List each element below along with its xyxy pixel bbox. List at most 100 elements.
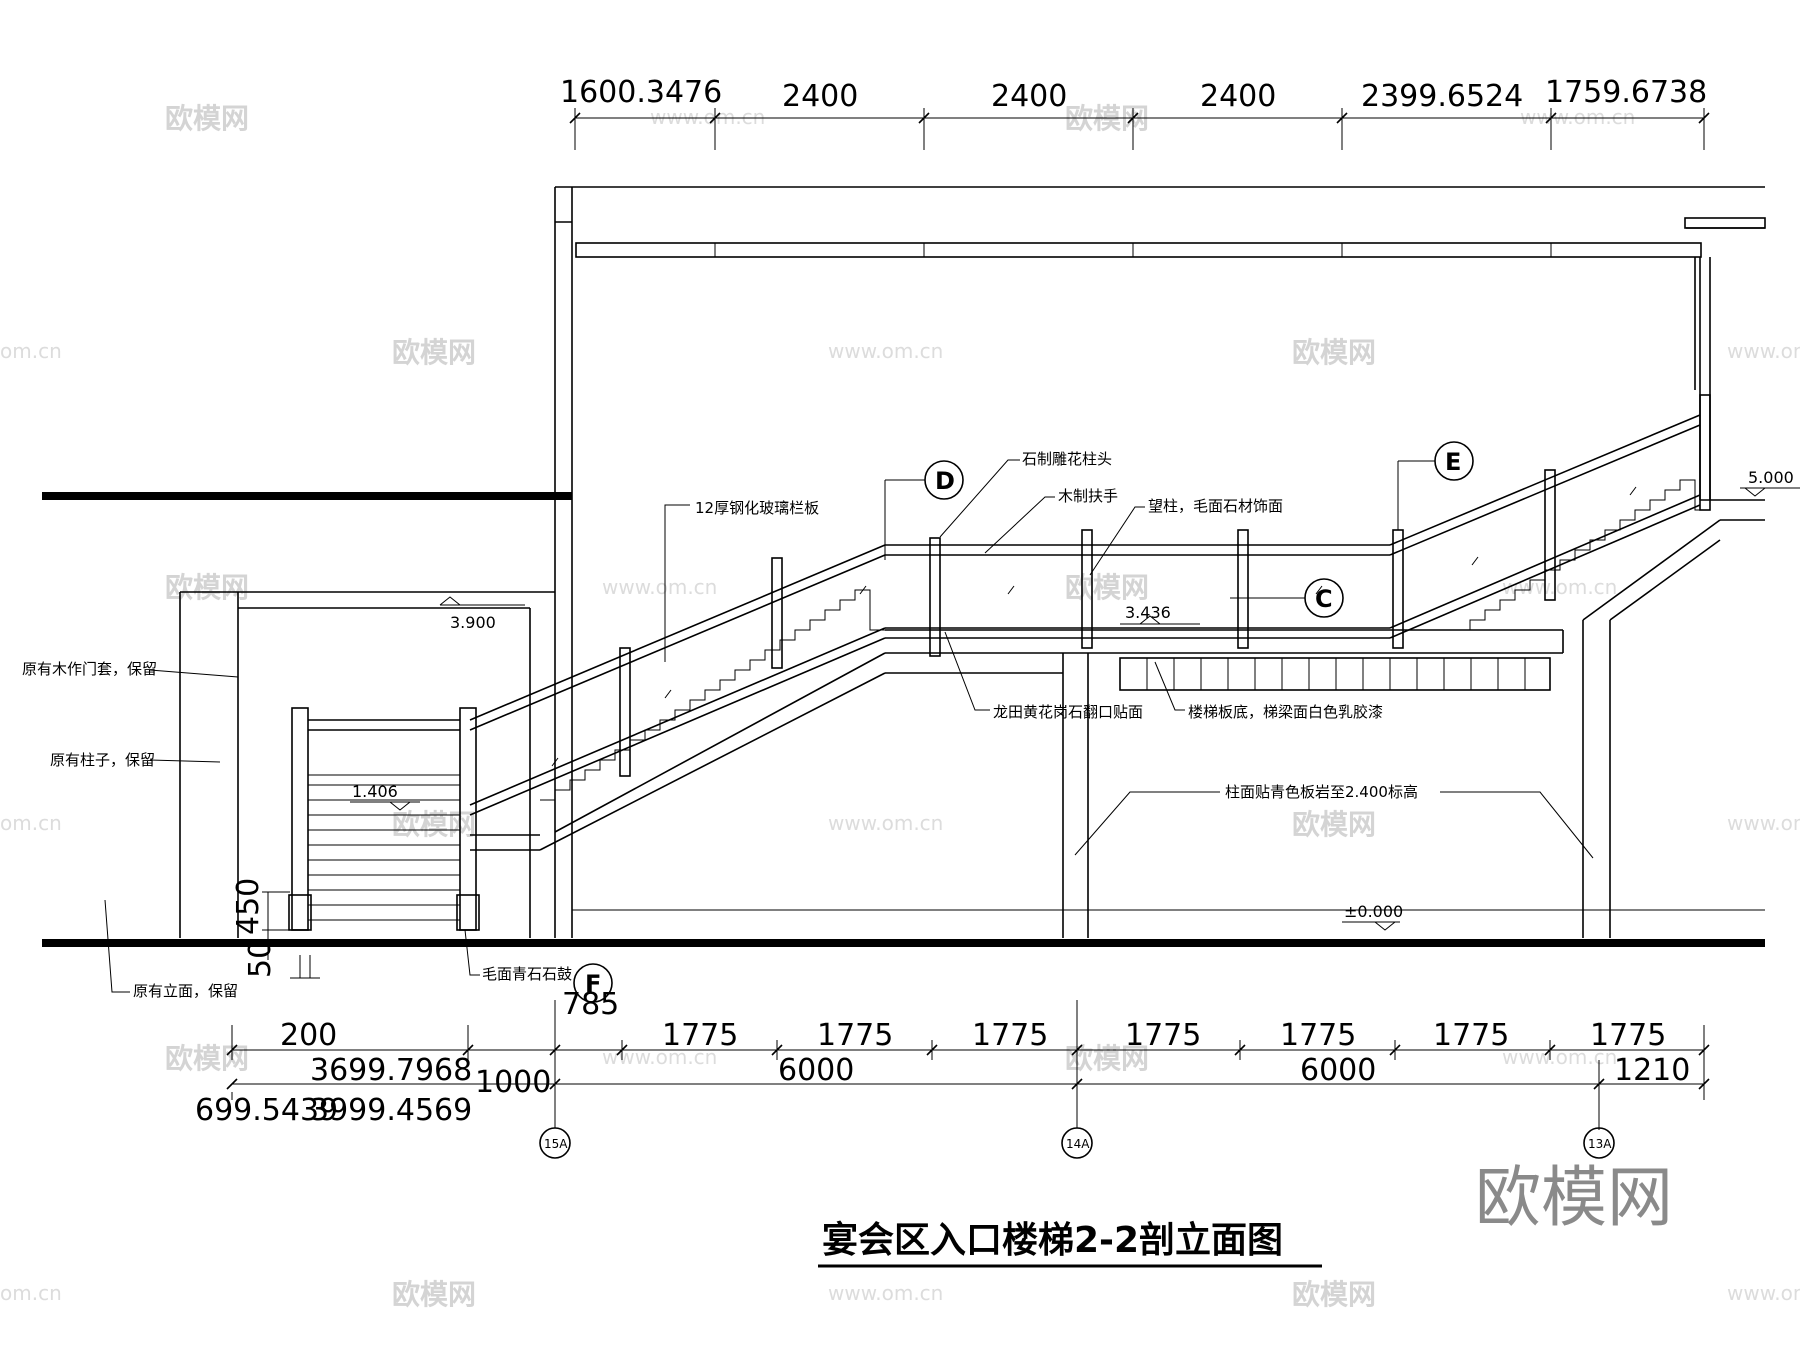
axis-14a: 14A [1066, 1137, 1090, 1151]
dim-bottom-6000-2: 6000 [1300, 1053, 1376, 1088]
watermark-url: om.cn [0, 811, 62, 835]
stair-flight-upper [1455, 479, 1710, 631]
dim-bottom-3699: 3699.7968 [310, 1053, 472, 1088]
watermark-cn: 欧模网 [1292, 336, 1376, 369]
dim-bottom-1775-7: 1775 [1590, 1018, 1666, 1053]
note-granite: 龙田黄花岗石翻口贴面 [993, 703, 1143, 721]
level-3900-text: 3.900 [450, 613, 496, 632]
level-3900: 3.900 [439, 596, 525, 632]
watermark-cn: 欧模网 [1065, 571, 1149, 604]
watermark-cn: 欧模网 [1292, 808, 1376, 841]
note-facade: 原有立面，保留 [133, 982, 238, 1000]
watermark-layer: 欧模网 www.om.cn 欧模网 www.om.cn om.cn 欧模网 ww… [0, 102, 1800, 1311]
detail-tag-e: E [1397, 441, 1474, 530]
dim-top-5: 2399.6524 [1361, 79, 1523, 114]
level-markers: 3.900 3.436 1.406 5.000 ±0.000 [350, 468, 1800, 931]
dim-bottom-1775-3: 1775 [972, 1018, 1048, 1053]
dim-bottom-1775-5: 1775 [1280, 1018, 1356, 1053]
dim-bottom-1775-2: 1775 [817, 1018, 893, 1053]
note-pillar: 原有柱子，保留 [50, 751, 155, 769]
top-dimension-chain: 1600.3476 2400 2400 2400 2399.6524 1759.… [560, 75, 1710, 150]
watermark-url: om.cn [0, 1281, 62, 1305]
axis-bubble [539, 1127, 571, 1159]
bottom-dimension-chains: 200 785 1775 1775 1775 1775 1775 1775 17… [195, 987, 1710, 1130]
tag-e-text: E [1445, 448, 1461, 476]
watermark-url: www.om.cn [828, 339, 943, 363]
note-door-frame: 原有木作门套，保留 [22, 660, 157, 678]
watermark-url: www.om.cn [1520, 105, 1635, 129]
note-post: 望柱，毛面石材饰面 [1148, 497, 1283, 515]
watermark-url: www.om.cn [828, 1281, 943, 1305]
dim-vert-50: 50 [243, 940, 278, 978]
watermark-cn: 欧模网 [392, 336, 476, 369]
stair-flight-lower [470, 589, 1063, 851]
note-drum: 毛面青石石鼓 [482, 965, 572, 983]
watermark-url: www.om.cn [602, 575, 717, 599]
note-stair-bottom: 楼梯板底，梯梁面白色乳胶漆 [1188, 703, 1383, 721]
dim-bottom-1000: 1000 [475, 1065, 551, 1100]
watermark-url: www.om.cn [1727, 811, 1800, 835]
post [1237, 529, 1249, 649]
dim-bottom-1775-1: 1775 [662, 1018, 738, 1053]
level-1406-text: 1.406 [352, 782, 398, 801]
watermark-url: www.om.cn [1727, 339, 1800, 363]
annotations: 12厚钢化玻璃栏板 石制雕花柱头 木制扶手 望柱，毛面石材饰面 龙田黄花岗石翻口… [22, 450, 1594, 1000]
watermark-url: www.om.cn [602, 1045, 717, 1069]
vertical-dimension: 450 50 [231, 878, 320, 979]
dim-bottom-1775-6: 1775 [1433, 1018, 1509, 1053]
post [1544, 469, 1556, 601]
axis-15a: 15A [544, 1137, 568, 1151]
dim-top-2: 2400 [782, 79, 858, 114]
watermark-cn: 欧模网 [1292, 1278, 1376, 1311]
level-3436: 3.436 [1120, 603, 1200, 625]
watermark-url: www.om.cn [1502, 575, 1617, 599]
post [1081, 529, 1093, 649]
drawing-title-block: 宴会区入口楼梯2-2剖立面图 [818, 1219, 1322, 1268]
watermark-url: om.cn [0, 339, 62, 363]
dim-top-4: 2400 [1200, 79, 1276, 114]
dim-bottom-1210: 1210 [1614, 1053, 1690, 1088]
detail-tag-c: C [1230, 578, 1344, 618]
tag-d-text: D [935, 467, 955, 495]
dim-bottom-200: 200 [280, 1018, 337, 1053]
tag-c-text: C [1315, 585, 1333, 613]
dim-bottom-3999: 3999.4569 [310, 1093, 472, 1128]
level-0000-text: ±0.000 [1344, 902, 1403, 921]
dim-bottom-785: 785 [562, 987, 619, 1022]
watermark-url: www.om.cn [650, 105, 765, 129]
level-1406: 1.406 [350, 782, 420, 811]
entry-steps [288, 707, 480, 931]
dim-bottom-6000-1: 6000 [778, 1053, 854, 1088]
watermark-cn: 欧模网 [392, 808, 476, 841]
post [619, 647, 631, 777]
watermark-url: www.om.cn [1502, 1045, 1617, 1069]
note-handrail: 木制扶手 [1058, 487, 1118, 505]
level-5000: 5.000 [1740, 468, 1800, 497]
level-5000-text: 5.000 [1748, 468, 1794, 487]
detail-tag-f: F [573, 963, 613, 1003]
watermark-cn: 欧模网 [165, 102, 249, 135]
watermark-cn: 欧模网 [165, 571, 249, 604]
axis-13a: 13A [1588, 1137, 1612, 1151]
dim-bottom-1775-4: 1775 [1125, 1018, 1201, 1053]
glass-railing [469, 394, 1711, 816]
detail-tags: D E C F [573, 441, 1474, 1003]
level-3436-text: 3.436 [1125, 603, 1171, 622]
dim-top-3: 2400 [991, 79, 1067, 114]
dim-bottom-699: 699.5439 [195, 1093, 338, 1128]
watermark-cn: 欧模网 [392, 1278, 476, 1311]
note-glass: 12厚钢化玻璃栏板 [695, 499, 819, 517]
watermark-url: www.om.cn [1727, 1281, 1800, 1305]
brand-logo: 欧模网 [1475, 1159, 1673, 1236]
building-structure [42, 186, 1766, 947]
post [1699, 394, 1711, 511]
note-column-face: 柱面贴青色板岩至2.400标高 [1225, 783, 1418, 801]
note-stone-cap: 石制雕花柱头 [1022, 450, 1112, 468]
watermark-cn: 欧模网 [165, 1042, 249, 1075]
level-0000: ±0.000 [1342, 902, 1403, 931]
axis-bubble [1061, 1127, 1093, 1159]
detail-tag-d: D [884, 460, 964, 560]
axis-markers: 15A 14A 13A [539, 1100, 1615, 1159]
dim-top-1: 1600.3476 [560, 75, 722, 110]
dim-vert-450: 450 [231, 878, 266, 935]
